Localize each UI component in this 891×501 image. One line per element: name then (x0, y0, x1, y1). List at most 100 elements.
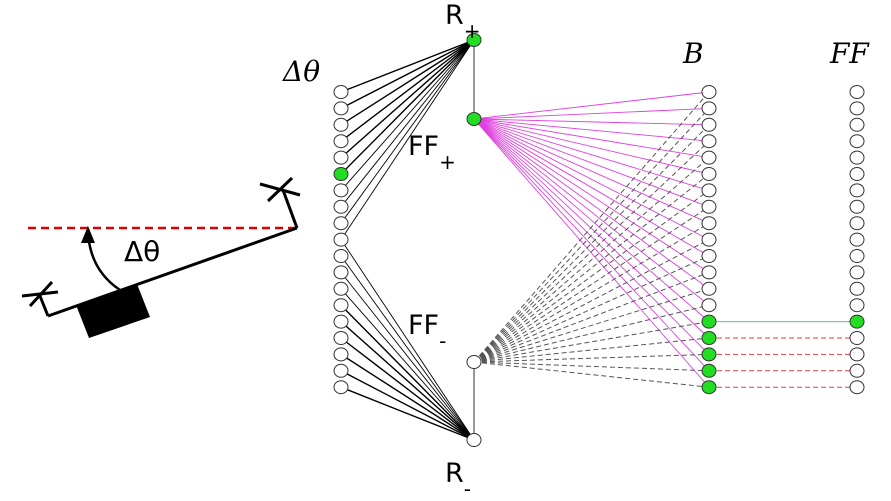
ff-node (849, 216, 865, 231)
delta-theta-node (333, 347, 349, 362)
b-node (701, 117, 717, 132)
b-node (701, 298, 717, 313)
r-minus-subscript: - (463, 477, 471, 501)
r-plus-node (466, 33, 482, 47)
angle-arrowhead (81, 226, 95, 243)
ff-plus-to-b-link (473, 118, 710, 306)
b-node (701, 249, 717, 263)
ff-column-label: FF (830, 37, 869, 70)
delta-theta-node (333, 298, 349, 313)
ff-minus-subscript: - (439, 329, 447, 353)
ff-node (849, 199, 865, 214)
delta-theta-to-r-minus-link (340, 272, 475, 441)
b-node (701, 199, 717, 214)
ff-plus-to-b-link (473, 118, 710, 290)
delta-theta-to-r-minus-link (340, 353, 475, 441)
ff-plus-to-b-link (473, 118, 710, 372)
ff-minus-to-b-link (473, 255, 710, 363)
delta-theta-node (333, 281, 349, 296)
delta-theta-column-label: Δθ (283, 55, 321, 88)
ff-minus-to-b-link (473, 124, 710, 363)
delta-theta-to-r-plus-link (340, 39, 475, 224)
delta-theta-node (333, 380, 349, 395)
ff-node (849, 183, 865, 198)
delta-theta-node (333, 199, 349, 214)
ff-node (849, 314, 865, 329)
ff-node (849, 101, 865, 116)
ff-plus-to-b-link (473, 118, 710, 159)
delta-theta-to-r-plus-link (340, 39, 475, 110)
ff-node (849, 167, 865, 181)
delta-theta-node (333, 183, 349, 198)
ff-node (849, 249, 865, 263)
delta-theta-node (333, 85, 349, 99)
ff-node (849, 347, 865, 362)
ff-node (849, 150, 865, 165)
delta-theta-to-r-minus-link (340, 337, 475, 441)
delta-theta-node (333, 150, 349, 165)
ff-minus-to-b-link (473, 337, 710, 363)
b-node (701, 101, 717, 116)
ff-plus-to-b-link (473, 91, 710, 120)
delta-theta-node (333, 265, 349, 280)
delta-theta-to-r-minus-link (340, 239, 475, 441)
delta-theta-to-r-plus-link (340, 39, 475, 93)
delta-theta-to-r-plus-link (340, 39, 475, 159)
delta-theta-node (333, 232, 349, 247)
ff-plus-to-b-link (473, 118, 710, 126)
ff-node (849, 117, 865, 132)
ff-plus-label: FF+ (408, 131, 456, 174)
delta-theta-to-r-minus-link (340, 386, 475, 441)
robot-angle-label: Δθ (124, 235, 161, 268)
ff-node (849, 265, 865, 280)
ff-plus-to-b-link (473, 107, 710, 120)
delta-theta-node (333, 249, 349, 263)
b-node (701, 331, 717, 345)
input-links (340, 39, 475, 441)
robot-back-wheel-b (28, 280, 54, 308)
ff-minus-to-b-link (473, 140, 710, 363)
ff-minus-to-b-link (473, 206, 710, 363)
b-node (701, 363, 717, 378)
ff-plus-to-b-link (473, 118, 710, 388)
ff-minus-to-b-link (473, 239, 710, 363)
ff-node (849, 85, 865, 99)
delta-theta-node (333, 101, 349, 116)
delta-theta-to-r-minus-link (340, 304, 475, 441)
ff-node (849, 232, 865, 247)
b-node (701, 85, 717, 99)
b-node (701, 150, 717, 165)
ff-node (849, 281, 865, 296)
ff-minus-to-b-link (473, 361, 710, 372)
ff-minus-to-b-link (473, 157, 710, 363)
b-node (701, 347, 717, 362)
delta-theta-to-r-minus-link (340, 288, 475, 441)
r-plus-subscript: + (463, 19, 481, 43)
b-to-ff-links (709, 321, 857, 388)
ff-minus-to-b-link (473, 189, 710, 363)
delta-theta-to-r-plus-link (340, 39, 475, 208)
ff-minus-to-b-link (473, 222, 710, 363)
ff-plus-to-b-link (473, 118, 710, 273)
delta-theta-to-r-plus-link (340, 39, 475, 175)
delta-theta-to-r-plus-link (340, 39, 475, 142)
delta-theta-to-r-plus-link (340, 39, 475, 126)
network-nodes (333, 33, 865, 447)
b-node (701, 134, 717, 149)
ff-minus-to-b-link (473, 271, 710, 363)
ff-minus-node (466, 355, 482, 369)
delta-theta-node (333, 167, 349, 181)
ff-minus-to-b-link (473, 91, 710, 363)
b-node (701, 167, 717, 181)
ff-minus-to-b-link (473, 288, 710, 363)
delta-theta-node (333, 363, 349, 378)
delta-theta-to-r-plus-link (340, 39, 475, 240)
ff-minus-to-b-link (473, 304, 710, 363)
delta-theta-to-r-plus-link (340, 39, 475, 191)
delta-theta-to-r-minus-link (340, 321, 475, 441)
b-node (701, 281, 717, 296)
robot-front-leg (281, 189, 299, 229)
ff-plus-to-b-link (473, 118, 710, 322)
robot-sketch (21, 176, 301, 338)
ff-node (849, 363, 865, 378)
